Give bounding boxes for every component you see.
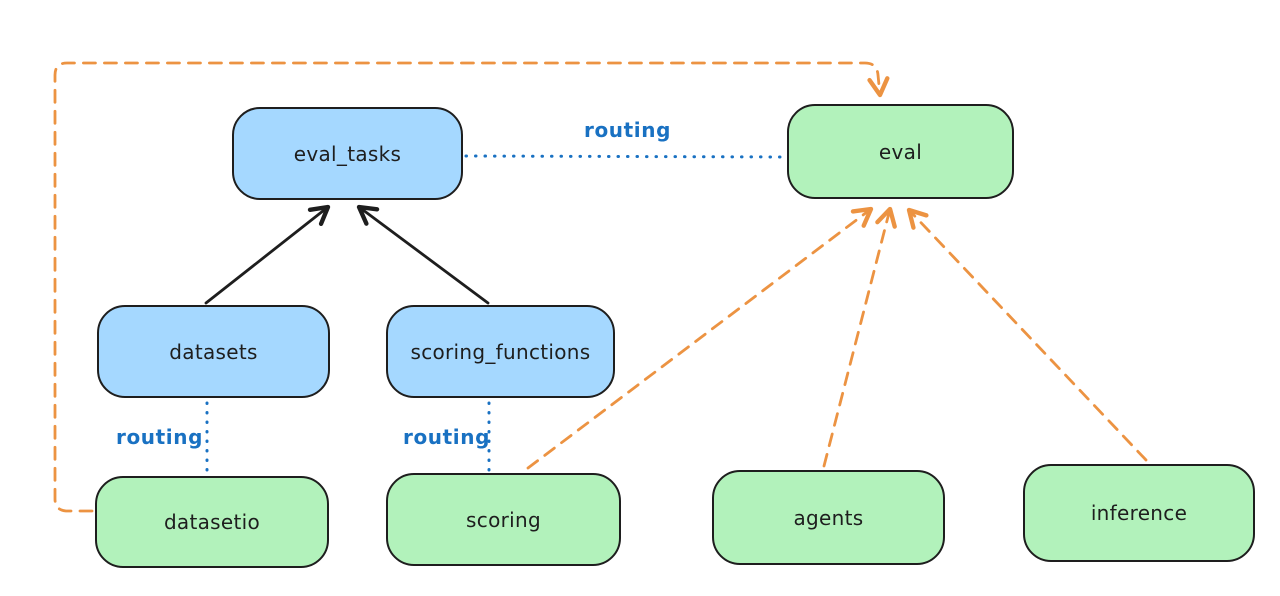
node-eval: eval [787,104,1014,199]
edge-label-routing-scoring: routing [403,425,491,449]
edge-inference-to-eval [906,207,1148,462]
edge-label-routing-datasetio: routing [116,425,204,449]
node-inference-label: inference [1090,501,1188,525]
node-inference: inference [1023,464,1255,562]
node-eval-label: eval [878,139,923,164]
node-agents: agents [712,470,945,565]
node-datasets: datasets [97,305,330,398]
node-scoring-functions: scoring_functions [386,305,615,398]
node-scoring: scoring [386,473,621,566]
edge-agents-to-eval [822,206,897,468]
edge-scoring-functions-to-eval-tasks [356,204,490,305]
node-scoring-label: scoring [466,507,541,532]
edge-eval-tasks-to-eval-routing [464,154,786,159]
node-eval-tasks-label: eval_tasks [293,141,402,166]
edge-datasets-to-eval-tasks [204,204,331,305]
node-datasetio-label: datasetio [163,510,261,534]
edge-label-routing-eval: routing [584,118,672,142]
node-scoring-functions-label: scoring_functions [410,339,591,364]
node-eval-tasks: eval_tasks [232,107,463,200]
node-datasets-label: datasets [169,339,258,364]
node-agents-label: agents [793,505,864,530]
node-datasetio: datasetio [95,476,329,568]
